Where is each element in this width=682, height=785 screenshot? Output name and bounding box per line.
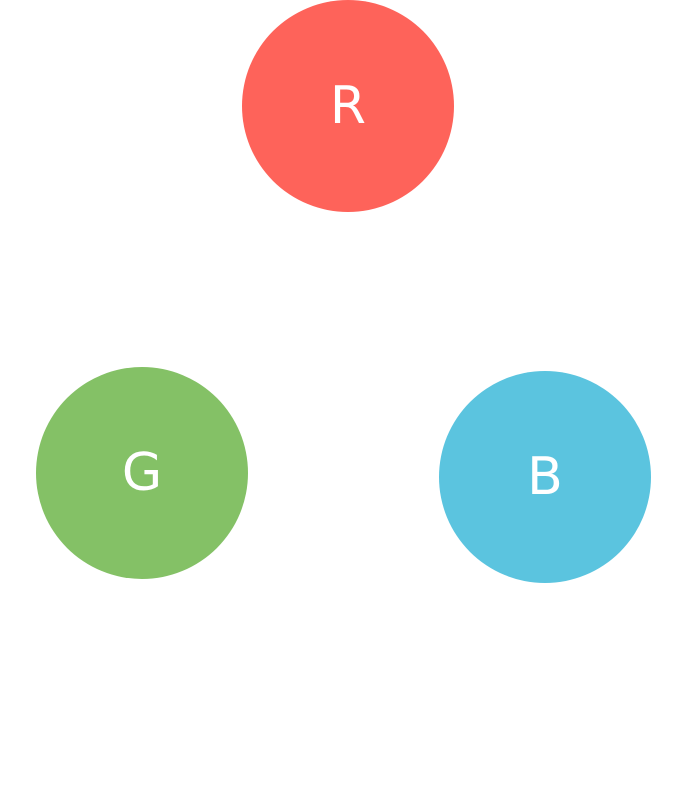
- blue-circle: B: [439, 371, 651, 583]
- blue-circle-label: B: [527, 447, 563, 507]
- red-circle: R: [242, 0, 454, 212]
- green-circle: G: [36, 367, 248, 579]
- green-circle-label: G: [121, 443, 163, 503]
- red-circle-label: R: [329, 76, 367, 136]
